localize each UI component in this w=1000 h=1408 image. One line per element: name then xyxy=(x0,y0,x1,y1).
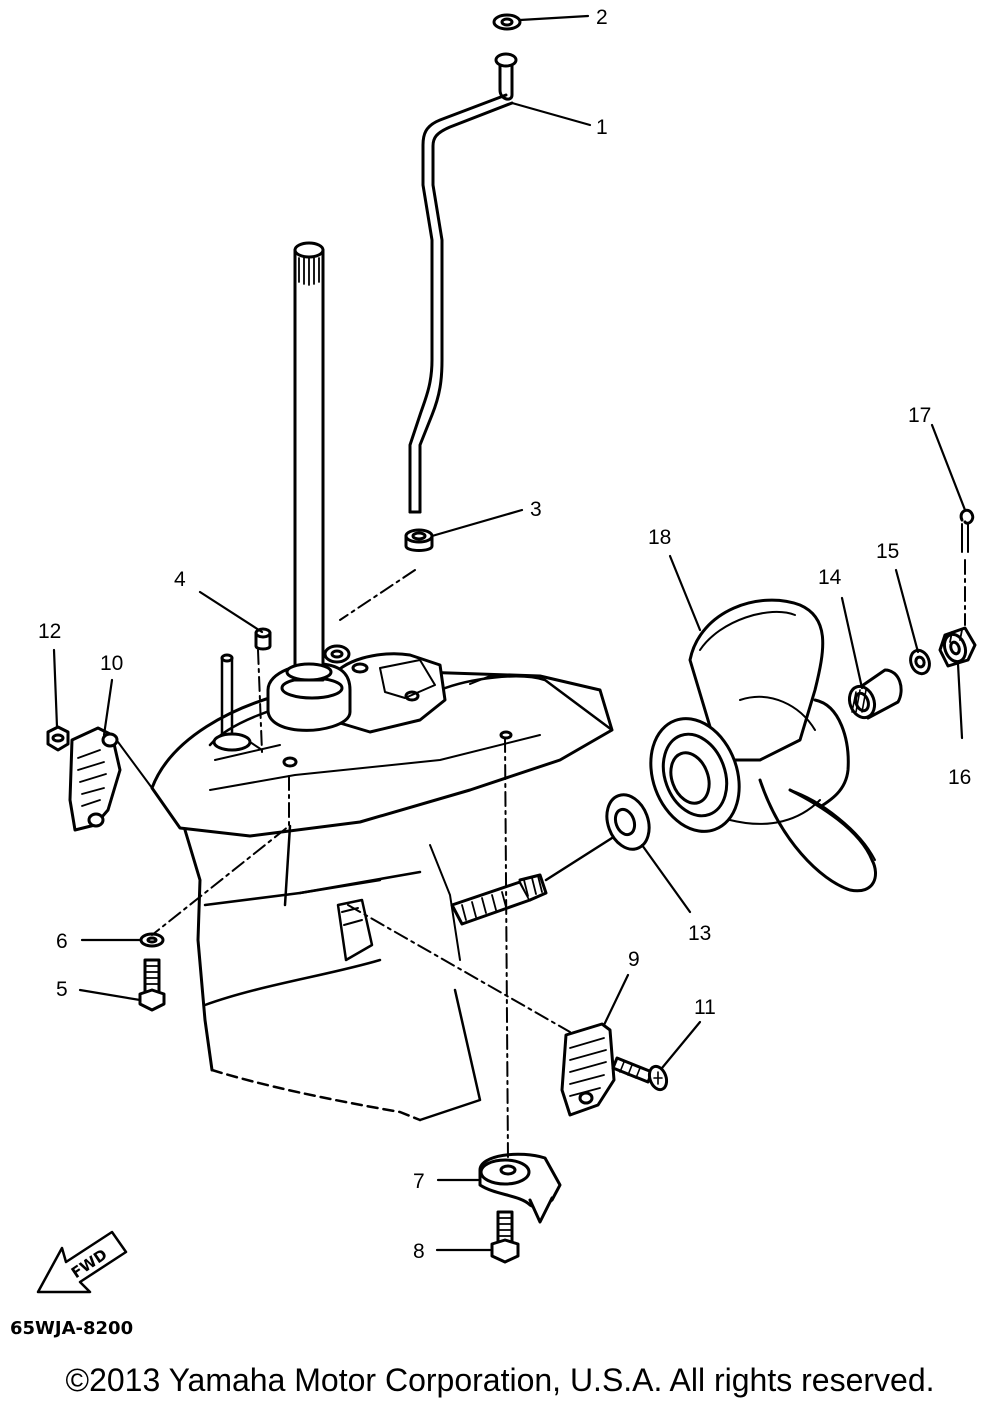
callout-17: 17 xyxy=(908,404,931,427)
callout-6: 6 xyxy=(56,930,68,953)
screw-11 xyxy=(611,1056,669,1092)
bolt-5 xyxy=(138,958,166,1012)
washer-6 xyxy=(139,932,165,948)
callout-2: 2 xyxy=(596,6,608,29)
copyright-notice: ©2013 Yamaha Motor Corporation, U.S.A. A… xyxy=(65,1362,935,1398)
thrust-washer-13 xyxy=(605,793,651,851)
callout-16: 16 xyxy=(948,766,971,789)
callout-7: 7 xyxy=(413,1170,425,1193)
callout-12: 12 xyxy=(38,620,61,643)
callout-13: 13 xyxy=(688,922,711,945)
castle-nut-16 xyxy=(938,626,977,668)
callout-11: 11 xyxy=(694,996,716,1019)
callout-4: 4 xyxy=(174,568,186,591)
propeller-shaft xyxy=(450,836,614,926)
cotter-pin-17 xyxy=(959,508,975,553)
bolt-8 xyxy=(490,1210,520,1264)
leader-lines xyxy=(52,14,967,1252)
callout-15: 15 xyxy=(876,540,899,563)
callout-5: 5 xyxy=(56,978,68,1001)
washer-15 xyxy=(909,648,931,676)
washer-2 xyxy=(492,13,522,31)
nut-12 xyxy=(46,725,70,752)
callout-14: 14 xyxy=(818,566,842,589)
callout-labels: 2 1 3 4 12 10 6 5 7 8 9 11 13 14 15 16 1… xyxy=(38,6,971,1263)
assembly-lines xyxy=(151,559,966,1161)
diagram-code: 65WJA-8200 xyxy=(10,1318,134,1339)
water-tube xyxy=(408,52,518,514)
callout-8: 8 xyxy=(413,1240,425,1263)
trim-tab-7 xyxy=(478,1152,562,1224)
spacer-14 xyxy=(847,668,903,720)
anode-10 xyxy=(68,726,153,832)
anode-9 xyxy=(560,1022,616,1117)
callout-3: 3 xyxy=(530,498,542,521)
callout-9: 9 xyxy=(628,948,640,971)
callout-1: 1 xyxy=(596,116,608,139)
callout-10: 10 xyxy=(100,652,123,675)
lower-case-housing xyxy=(150,652,614,1122)
grommet-3 xyxy=(404,528,434,552)
drive-shaft xyxy=(285,241,351,682)
fwd-arrow-icon: FWD xyxy=(36,1230,128,1294)
callout-18: 18 xyxy=(648,526,671,549)
propeller-18 xyxy=(649,598,877,893)
